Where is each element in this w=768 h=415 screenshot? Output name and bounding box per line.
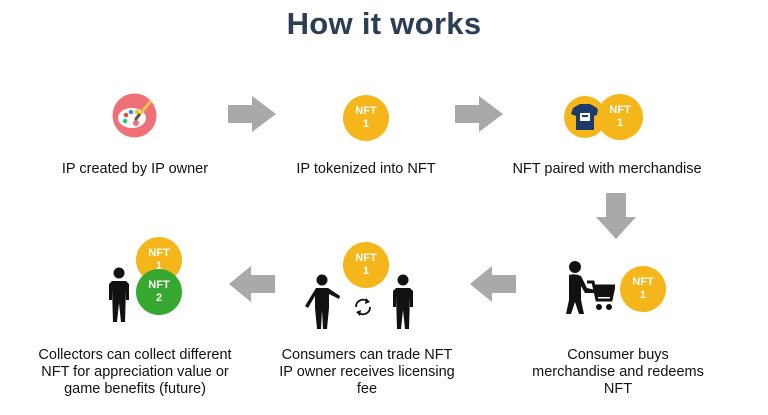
person-icon — [393, 274, 413, 329]
paint-palette-icon — [112, 93, 157, 138]
step-caption: Collectors can collect different NFT for… — [38, 347, 232, 397]
step-consumers-trade: NFT 1 — [300, 240, 422, 330]
step-caption: IP tokenized into NFT — [296, 161, 436, 177]
arrow-right-icon — [455, 96, 503, 132]
arrow-left-icon — [470, 266, 516, 302]
tshirt-icon — [564, 96, 606, 138]
nft-coin-icon: NFT 1 — [343, 95, 389, 141]
arrow-right-icon — [228, 96, 276, 132]
step-caption: IP created by IP owner — [61, 161, 209, 177]
step-consumer-buys: NFT 1 — [565, 258, 675, 318]
step-caption: Consumers can trade NFT IP owner receive… — [279, 347, 455, 397]
step-paired-merchandise: NFT 1 — [561, 92, 651, 142]
step-collectors: NFT 1 NFT 2 — [104, 237, 194, 329]
nft-coin-icon: NFT 1 — [343, 242, 389, 288]
collector-person-icon — [109, 267, 129, 322]
step-caption: NFT paired with merchandise — [512, 161, 702, 177]
nft-coin-icon: NFT 2 — [136, 269, 182, 315]
nft-coin-icon: NFT 1 — [597, 94, 643, 140]
exchange-cycle-icon — [355, 298, 371, 316]
step-caption: Consumer buys merchandise and redeems NF… — [532, 347, 704, 397]
nft-coin-icon: NFT 1 — [620, 266, 666, 312]
arrow-down-icon — [596, 193, 636, 239]
step-ip-created — [112, 93, 157, 138]
arrow-left-icon — [229, 266, 275, 302]
shopping-cart-person-icon — [566, 261, 615, 314]
page-title: How it works — [286, 6, 482, 41]
person-pointing-icon — [305, 274, 340, 329]
